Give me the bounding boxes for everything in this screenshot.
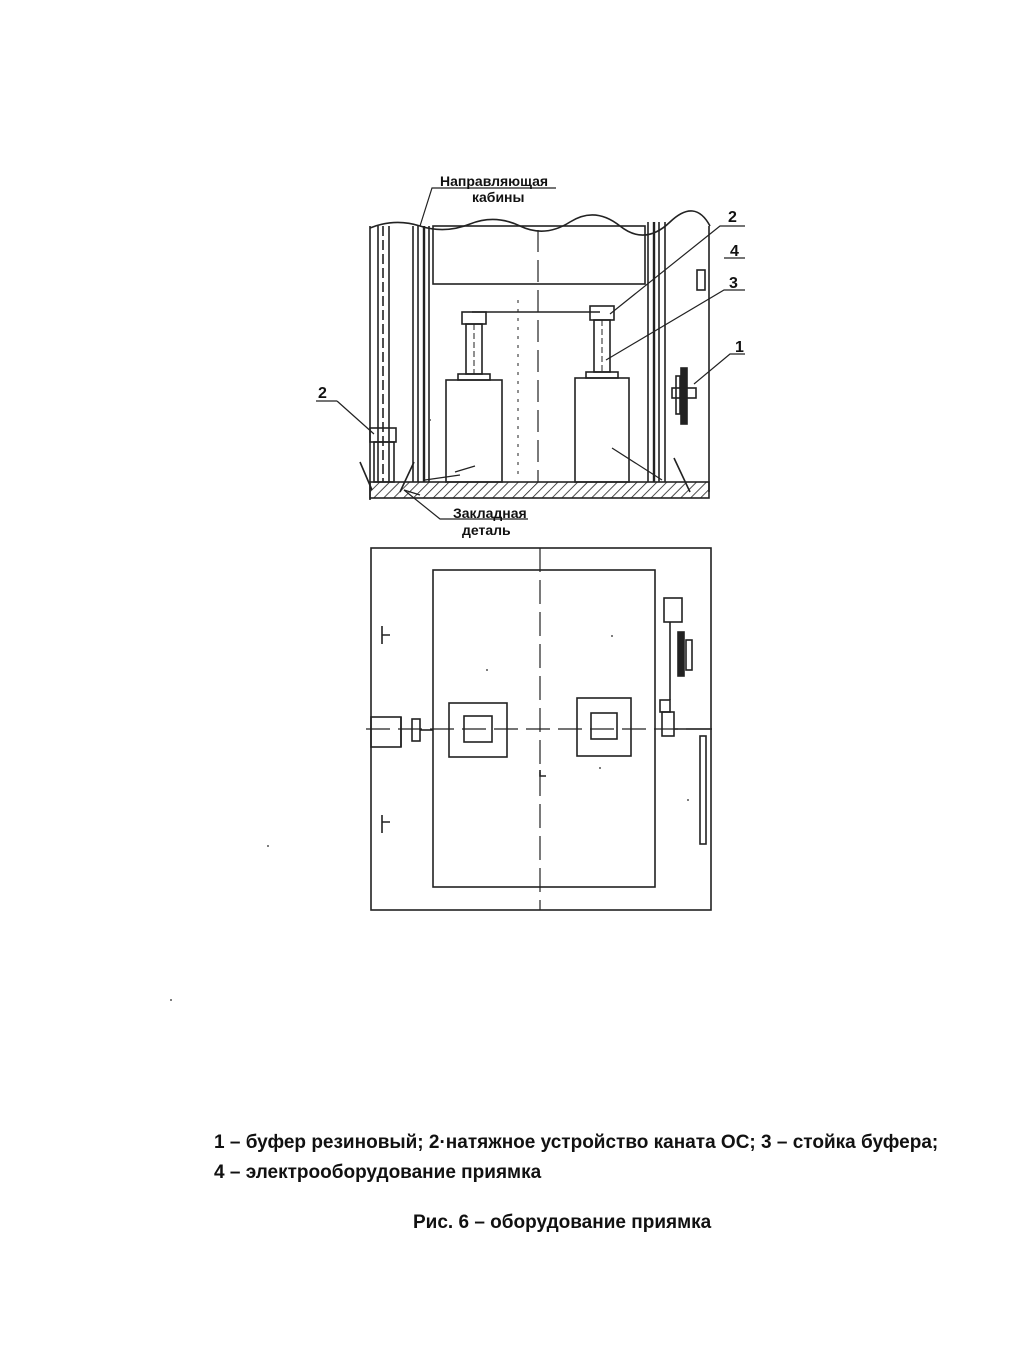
elevation-view [359, 210, 711, 500]
rail-bracket-top [381, 626, 390, 644]
buffer-right [574, 305, 630, 483]
buffer-plan-left [448, 702, 508, 758]
guide-rail-left [377, 226, 390, 482]
pit-electrical-box [696, 269, 706, 291]
electrical-box-plan [663, 597, 683, 623]
embedded-part-label-2: деталь [462, 522, 511, 538]
figure-caption: Рис. 6 – оборудование приямка [413, 1212, 712, 1233]
embedded-part-label: Закладная [453, 505, 527, 521]
callout-2-right: 2 [728, 209, 737, 226]
pit-floor [369, 481, 710, 499]
plan-view [366, 547, 712, 911]
callout-2-left: 2 [318, 385, 327, 402]
leader-lines-elevation [316, 187, 745, 520]
legend-line-1: 1 – буфер резиновый; 2·натяжное устройст… [214, 1132, 939, 1153]
callout-3: 3 [729, 275, 738, 292]
tension-device-left [359, 427, 415, 493]
buffer-left [445, 311, 503, 483]
buffer-plan-right [576, 697, 632, 757]
elevation-labels: Направляющая кабины 2 4 3 1 2 Закладная … [318, 173, 744, 538]
callout-4: 4 [730, 243, 739, 260]
scan-noise [170, 419, 689, 1001]
car-guide-rail-left [412, 226, 430, 482]
legend-line-2: 4 – электрооборудование приямка [214, 1162, 542, 1183]
rubber-buffer-wall [671, 367, 697, 425]
callout-1: 1 [735, 339, 744, 356]
guide-rail-label: Направляющая [440, 173, 548, 189]
rail-bracket-bottom [381, 815, 390, 833]
cabin-bottom [432, 225, 646, 285]
car-guide-rail-right [647, 222, 666, 482]
wall-strip [699, 735, 707, 845]
guide-rail-label-2: кабины [472, 189, 524, 205]
tension-device-plan [370, 716, 402, 748]
